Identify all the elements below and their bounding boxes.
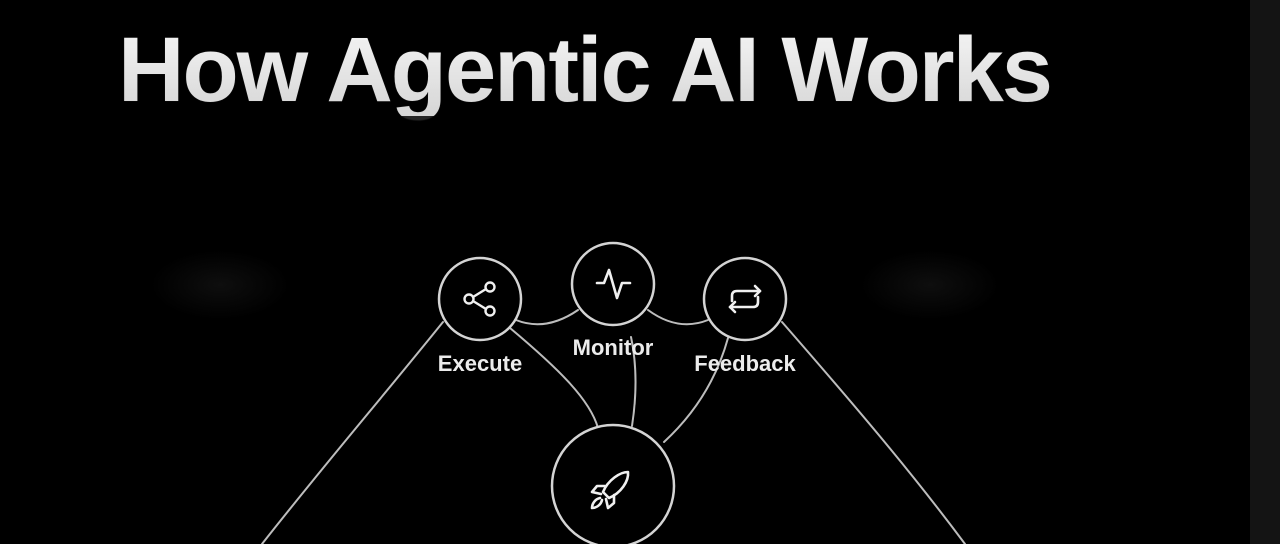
faded-background-shape bbox=[860, 250, 1000, 320]
connector-line-outer-right bbox=[781, 321, 966, 544]
connector-line-outer-left bbox=[261, 321, 444, 544]
connector-line-execute-core bbox=[509, 327, 599, 429]
slide-title: How Agentic AI Works bbox=[118, 19, 1053, 121]
monitor-label: Monitor bbox=[572, 335, 654, 360]
connector-line-monitor-feedback bbox=[647, 309, 709, 326]
share-icon bbox=[463, 281, 496, 317]
repeat-arrows-icon bbox=[728, 284, 762, 314]
rocket-icon bbox=[590, 470, 630, 510]
core-node-circle bbox=[550, 423, 676, 544]
activity-pulse-icon bbox=[595, 268, 632, 300]
right-edge-strip bbox=[1250, 0, 1280, 544]
faded-background-shape bbox=[150, 250, 290, 320]
feedback-label: Feedback bbox=[694, 351, 796, 376]
connector-line-monitor-core bbox=[630, 336, 637, 427]
connector-line-feedback-core bbox=[663, 337, 729, 443]
connector-line-execute-monitor bbox=[515, 309, 579, 326]
feedback-node-circle bbox=[702, 256, 788, 342]
execute-label: Execute bbox=[437, 351, 523, 376]
execute-node-circle bbox=[437, 256, 523, 342]
